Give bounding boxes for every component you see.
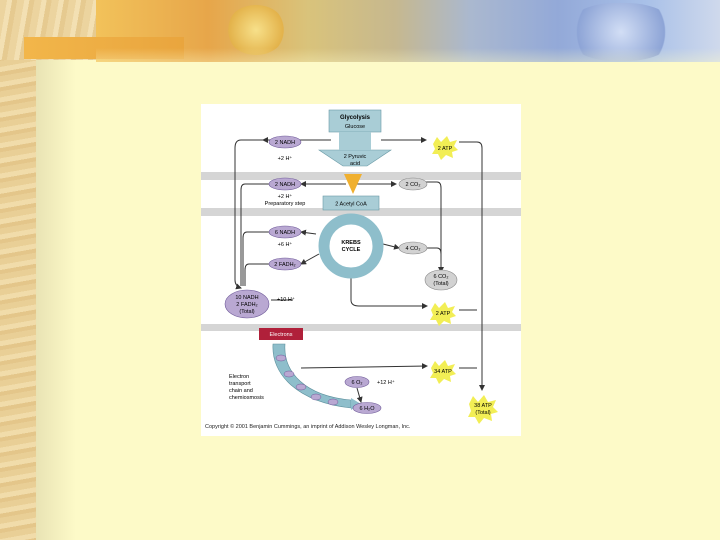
etc-line4: chemiosmosis [229, 395, 264, 401]
o2-oval [344, 376, 370, 388]
atp-2: 2 ATP [436, 311, 451, 317]
co2-total-2: (Total) [433, 281, 448, 287]
glycolysis-title: Glycolysis [340, 115, 371, 121]
fadh-oval [268, 257, 302, 271]
atp-burst [430, 302, 456, 326]
total-nadh-1: 10 NADH [235, 295, 258, 301]
atp-total-2: (Total) [475, 410, 490, 416]
electrons-label: Electrons [270, 332, 293, 338]
acetyl-coa-label: 2 Acetyl CoA [335, 202, 367, 208]
fadh: 2 FADH₂ [274, 262, 295, 268]
down-arrow [344, 174, 362, 194]
atp-burst [432, 136, 458, 160]
nadh-oval [268, 225, 302, 239]
o2-label: 6 O₂ [352, 380, 363, 386]
atp-3: 34 ATP [434, 369, 452, 375]
h12-label: +12 H⁺ [377, 379, 395, 386]
nadh-oval [268, 135, 302, 149]
krebs-cycle-ring [318, 213, 384, 279]
atp-1: 2 ATP [438, 146, 453, 152]
co2-b: 4 CO₂ [406, 246, 421, 252]
atp-burst [468, 395, 498, 424]
parchment-border [0, 0, 36, 540]
membrane-band [201, 208, 521, 216]
h-total: +10 H⁺ [277, 296, 295, 303]
nadh-oval [268, 177, 302, 191]
water-oval [352, 402, 382, 414]
glycolysis-sub: Glucose [345, 124, 365, 130]
total-nadh-oval [224, 289, 270, 319]
co2-total-1: 6 CO₂ [434, 274, 449, 280]
pyruvic-line1: 2 Pyruvic [344, 154, 367, 160]
pyruvic-line2: acid [350, 161, 360, 167]
copyright: Copyright © 2001 Benjamin Cummings, an i… [205, 423, 411, 430]
co2-oval [398, 241, 428, 255]
total-nadh-3: (Total) [239, 309, 254, 315]
etc-line3: chain and [229, 388, 253, 394]
flower-decoration [226, 5, 286, 55]
respiration-diagram: Glycolysis Glucose 2 Pyruvic acid 2 Acet… [201, 109, 521, 430]
h-plus-3: +6 H⁺ [278, 241, 293, 248]
h-plus-1: +2 H⁺ [278, 155, 293, 162]
nadh-3: 6 NADH [275, 230, 295, 236]
co2-oval [398, 177, 428, 191]
krebs-line1: KREBS [341, 240, 361, 246]
krebs-line2: CYCLE [342, 247, 361, 253]
nadh-1: 2 NADH [275, 140, 295, 146]
h-plus-2: +2 H⁺ [278, 193, 293, 200]
total-nadh-2: 2 FADH₂ [236, 302, 257, 308]
etc-line1: Electron [229, 374, 249, 380]
banner-fade [96, 48, 720, 88]
slide-shadow [36, 60, 76, 540]
membrane-band [201, 324, 521, 331]
co2-total-oval [424, 269, 458, 291]
nadh-2: 2 NADH [275, 182, 295, 188]
respiration-figure: Glycolysis Glucose 2 Pyruvic acid 2 Acet… [201, 104, 521, 436]
atp-total-1: 38 ATP [474, 403, 492, 409]
water-label: 6 H₂O [360, 406, 376, 412]
co2-a: 2 CO₂ [406, 182, 421, 188]
electrons-box [259, 328, 303, 340]
atp-burst [430, 360, 456, 384]
etc-line2: transport [229, 381, 251, 387]
preparatory-step: Preparatory step [265, 201, 306, 207]
acetyl-coa-box [322, 195, 380, 211]
